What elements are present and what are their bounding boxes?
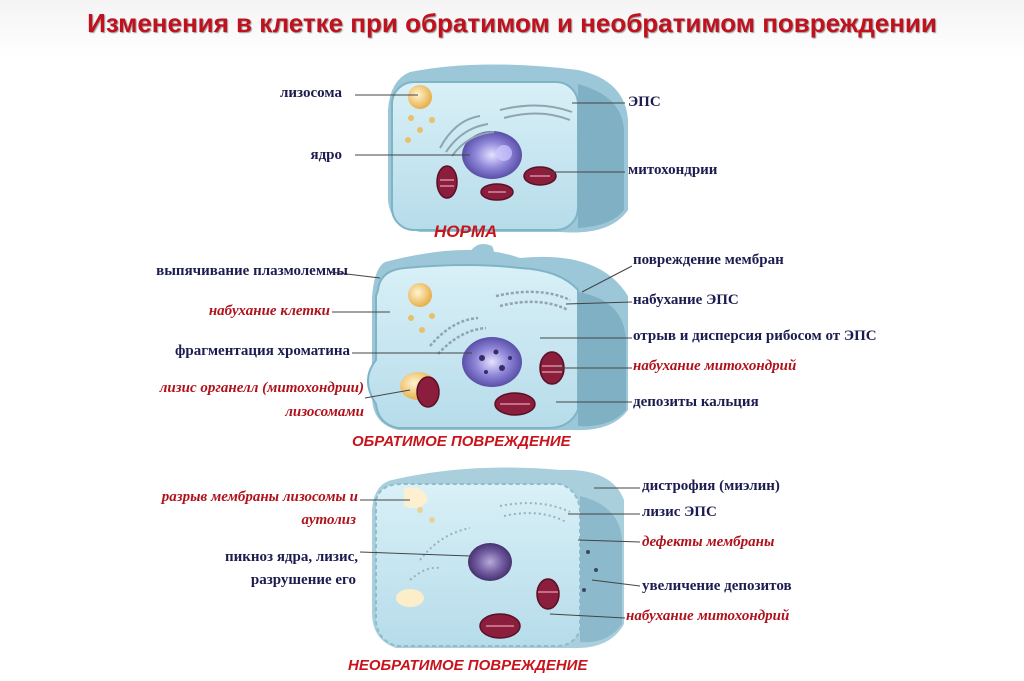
er-norm	[439, 104, 573, 157]
label-organelle-lysis: лизис органелл (митохондрии)	[159, 380, 364, 396]
label-er-swelling: набухание ЭПС	[633, 292, 739, 308]
leader-lines	[329, 94, 641, 619]
caption-irreversible: НЕОБРАТИМОЕ ПОВРЕЖДЕНИЕ	[348, 657, 588, 674]
caption-reversible: ОБРАТИМОЕ ПОВРЕЖДЕНИЕ	[352, 433, 571, 450]
label-lysosome: лизосома	[280, 85, 342, 101]
label-autolysis: аутолиз	[301, 512, 356, 528]
label-nuclear-pyknosis: пикноз ядра, лизис,	[224, 549, 358, 565]
mitochondria-norm	[436, 165, 557, 201]
title-band	[0, 0, 1024, 58]
label-er: ЭПС	[628, 94, 661, 110]
label-mitochondria: митохондрии	[628, 162, 718, 178]
cell-norm	[388, 64, 628, 233]
nucleus-norm	[462, 131, 522, 179]
cell-reversible	[367, 244, 628, 431]
page-title: Изменения в клетке при обратимом и необр…	[87, 8, 937, 38]
label-ribosome-detachment: отрыв и дисперсия рибосом от ЭПС	[633, 328, 877, 344]
label-nucleus: ядро	[310, 147, 342, 163]
label-lysosome-rupture: разрыв мембраны лизосомы и	[161, 489, 358, 505]
label-membrane-damage: повреждение мембран	[633, 252, 784, 268]
label-mitochondria-swelling-2: набухание митохондрий	[626, 608, 790, 624]
label-nuclear-destruction: разрушение его	[250, 572, 356, 588]
lysosome-norm	[408, 85, 432, 109]
label-calcium-deposits: депозиты кальция	[633, 394, 759, 410]
label-membrane-defects: дефекты мембраны	[642, 534, 775, 550]
label-mitochondria-swelling: набухание митохондрий	[633, 358, 797, 374]
cell-irreversible	[372, 467, 624, 649]
label-er-lysis: лизис ЭПС	[642, 504, 717, 520]
label-cell-swelling: набухание клетки	[208, 303, 330, 319]
label-plasmolemma-bulging: выпячивание плазмолеммы	[156, 263, 348, 279]
caption-norm: НОРМА	[434, 222, 498, 241]
label-dystrophy-myelin: дистрофия (миэлин)	[642, 478, 780, 494]
label-by-lysosomes: лизосомами	[285, 404, 364, 420]
label-chromatin-fragmentation: фрагментация хроматина	[175, 343, 350, 359]
label-increased-deposits: увеличение депозитов	[642, 578, 792, 594]
